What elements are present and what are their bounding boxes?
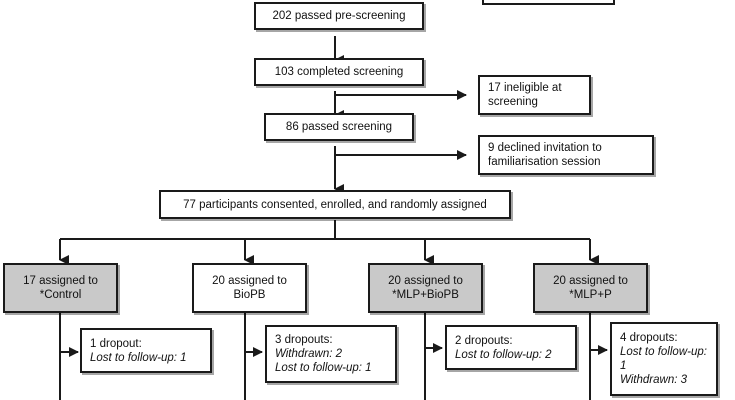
dropout-control-detail-1: Lost to follow-up: 1 xyxy=(90,351,187,364)
dropout-box-biopb: 3 dropouts: Withdrawn: 2 Lost to follow-… xyxy=(265,325,397,383)
dropout-mlp-biopb-heading: 2 dropouts: xyxy=(455,334,513,347)
arm-mlp-p-line1: 20 assigned to xyxy=(553,275,628,287)
node-passed-pre-screening-label: 202 passed pre-screening xyxy=(272,10,406,22)
dropout-box-mlp-p: 4 dropouts: Lost to follow-up: 1 Withdra… xyxy=(610,322,718,396)
dropout-mlp-p-heading: 4 dropouts: xyxy=(620,332,678,344)
dropout-mlp-p-detail-1: Lost to follow-up: 1 xyxy=(620,346,707,372)
arm-box-biopb: 20 assigned to BioPB xyxy=(192,263,307,313)
partial-top-box xyxy=(482,0,615,5)
node-passed-pre-screening: 202 passed pre-screening xyxy=(254,2,424,30)
node-completed-screening-label: 103 completed screening xyxy=(274,66,404,78)
dropout-biopb-heading: 3 dropouts: xyxy=(275,334,333,346)
dropout-biopb-detail-2: Lost to follow-up: 1 xyxy=(275,362,372,374)
dropout-mlp-biopb-detail-1: Lost to follow-up: 2 xyxy=(455,348,552,361)
arm-box-mlp-biopb: 20 assigned to *MLP+BioPB xyxy=(368,263,483,313)
node-ineligible-line2: screening xyxy=(488,96,538,108)
node-passed-screening: 86 passed screening xyxy=(264,113,414,141)
node-randomly-assigned-label: 77 participants consented, enrolled, and… xyxy=(183,198,487,211)
arm-mlp-biopb-line1: 20 assigned to xyxy=(388,275,463,287)
arm-control-line1: 17 assigned to xyxy=(23,275,98,287)
arm-mlp-p-line2: *MLP+P xyxy=(569,289,612,301)
arm-biopb-line2: BioPB xyxy=(233,289,266,301)
arm-biopb-line1: 20 assigned to xyxy=(212,275,287,287)
arm-box-control: 17 assigned to *Control xyxy=(3,263,118,313)
arm-box-mlp-p: 20 assigned to *MLP+P xyxy=(533,263,648,313)
node-passed-screening-label: 86 passed screening xyxy=(285,121,393,133)
dropout-box-control: 1 dropout: Lost to follow-up: 1 xyxy=(80,328,212,373)
arm-control-line2: *Control xyxy=(39,289,82,301)
node-declined-line2: familiarisation session xyxy=(488,156,601,168)
dropout-biopb-detail-1: Withdrawn: 2 xyxy=(275,348,343,360)
node-ineligible-line1: 17 ineligible at xyxy=(488,82,562,94)
dropout-control-heading: 1 dropout: xyxy=(90,337,142,350)
node-declined-line1: 9 declined invitation to xyxy=(488,142,602,154)
arm-mlp-biopb-line2: *MLP+BioPB xyxy=(392,289,459,301)
node-randomly-assigned: 77 participants consented, enrolled, and… xyxy=(159,190,511,219)
node-declined-invitation: 9 declined invitation to familiarisation… xyxy=(478,135,654,175)
dropout-mlp-p-detail-2: Withdrawn: 3 xyxy=(620,374,688,386)
dropout-box-mlp-biopb: 2 dropouts: Lost to follow-up: 2 xyxy=(445,325,577,370)
node-ineligible-at-screening: 17 ineligible at screening xyxy=(478,75,591,115)
node-completed-screening: 103 completed screening xyxy=(254,58,424,86)
